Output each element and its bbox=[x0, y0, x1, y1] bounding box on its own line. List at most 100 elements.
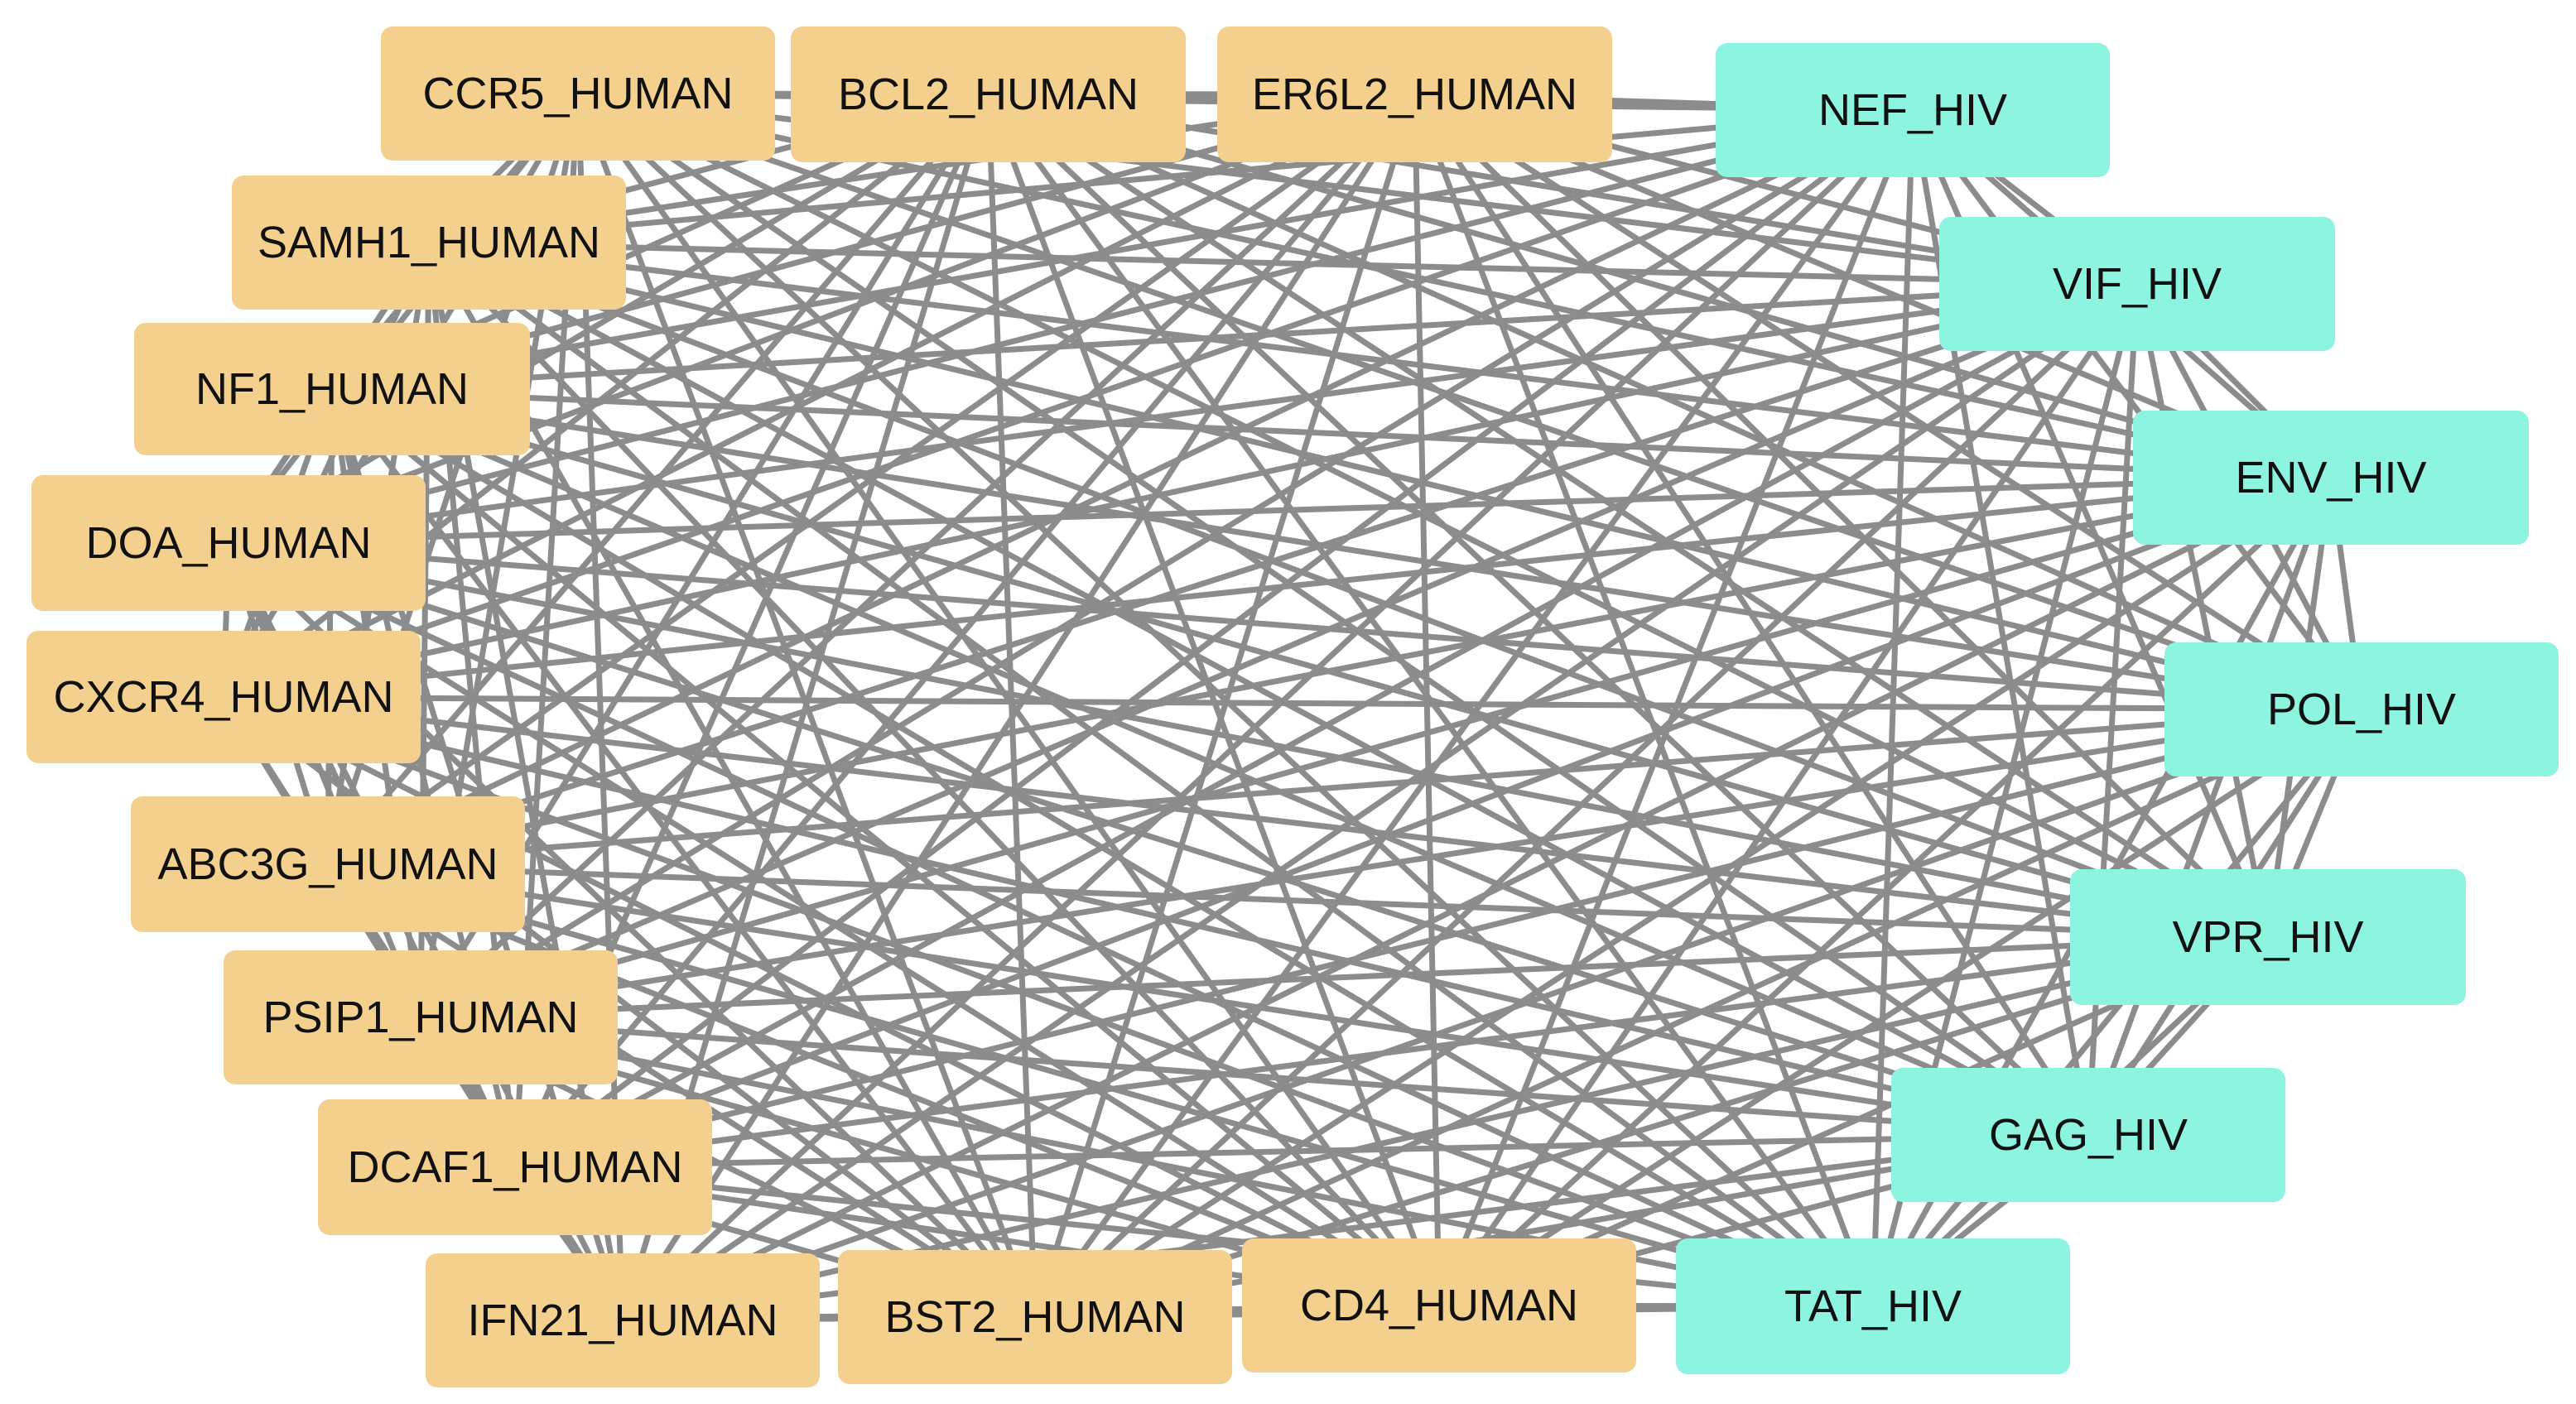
edge-ccr5_human-doa_human bbox=[225, 90, 581, 546]
edge-pol_hiv-abc3g_human bbox=[325, 706, 2365, 868]
node-psip1_human: PSIP1_HUMAN bbox=[224, 950, 618, 1084]
node-box bbox=[318, 1099, 712, 1235]
node-label: VIF_HIV bbox=[2053, 259, 2222, 309]
node-vpr_hiv: VPR_HIV bbox=[2070, 869, 2466, 1005]
node-box bbox=[381, 26, 775, 161]
node-label: VPR_HIV bbox=[2172, 912, 2363, 962]
edge-vpr_hiv-abc3g_human bbox=[325, 861, 2271, 940]
edge-pol_hiv-ifn21_human bbox=[619, 706, 2365, 1324]
edge-pol_hiv-psip1_human bbox=[417, 706, 2365, 1021]
node-tat_hiv: TAT_HIV bbox=[1676, 1238, 2070, 1374]
edge-bst2_human-nf1_human bbox=[329, 386, 1038, 1320]
edge-env_hiv-ifn21_human bbox=[619, 474, 2334, 1324]
edge-vif_hiv-cxcr4_human bbox=[220, 281, 2140, 700]
node-ifn21_human: IFN21_HUMAN bbox=[426, 1253, 820, 1387]
node-box bbox=[26, 631, 421, 763]
edge-gag_hiv-dcaf1_human bbox=[512, 1132, 2092, 1171]
edge-gag_hiv-doa_human bbox=[225, 540, 2092, 1138]
node-bcl2_human: BCL2_HUMAN bbox=[791, 26, 1186, 162]
node-label: ENV_HIV bbox=[2235, 453, 2426, 502]
node-label: BCL2_HUMAN bbox=[838, 70, 1139, 119]
edge-vif_hiv-samh1_human bbox=[426, 239, 2140, 287]
edge-tat_hiv-abc3g_human bbox=[325, 861, 1876, 1310]
node-box bbox=[1716, 43, 2110, 177]
node-label: TAT_HIV bbox=[1784, 1281, 1962, 1331]
edge-tat_hiv-nf1_human bbox=[329, 386, 1876, 1310]
node-pol_hiv: POL_HIV bbox=[2164, 642, 2559, 777]
node-box bbox=[31, 475, 426, 611]
node-er6l2_human: ER6L2_HUMAN bbox=[1217, 26, 1612, 162]
node-box bbox=[426, 1253, 820, 1387]
edge-env_hiv-nf1_human bbox=[329, 386, 2334, 481]
node-nf1_human: NF1_HUMAN bbox=[134, 323, 530, 455]
node-abc3g_human: ABC3G_HUMAN bbox=[131, 796, 525, 932]
edge-pol_hiv-nf1_human bbox=[329, 386, 2365, 713]
edge-pol_hiv-samh1_human bbox=[426, 239, 2365, 713]
node-box bbox=[232, 176, 626, 310]
edge-er6l2_human-ifn21_human bbox=[619, 91, 1418, 1324]
edge-nef_hiv-doa_human bbox=[225, 107, 1916, 546]
edge-abc3g_human-nf1_human bbox=[325, 386, 335, 868]
edge-pol_hiv-cxcr4_human bbox=[220, 694, 2365, 713]
edge-bst2_human-abc3g_human bbox=[325, 861, 1038, 1320]
edge-ccr5_human-gag_hiv bbox=[575, 90, 2092, 1138]
edge-er6l2_human-dcaf1_human bbox=[512, 91, 1418, 1171]
edge-vpr_hiv-doa_human bbox=[225, 540, 2271, 940]
edge-cxcr4_human-samh1_human bbox=[220, 239, 432, 700]
edge-pol_hiv-cd4_human bbox=[1436, 706, 2365, 1309]
node-box bbox=[1939, 217, 2335, 351]
node-box bbox=[838, 1250, 1232, 1384]
edge-pol_hiv-doa_human bbox=[225, 540, 2365, 713]
edge-vif_hiv-bst2_human bbox=[1032, 281, 2140, 1320]
node-label: ABC3G_HUMAN bbox=[157, 839, 498, 889]
node-box bbox=[1676, 1238, 2070, 1374]
edge-tat_hiv-doa_human bbox=[225, 540, 1876, 1310]
node-cd4_human: CD4_HUMAN bbox=[1242, 1238, 1636, 1373]
node-label: NEF_HIV bbox=[1818, 85, 2007, 135]
node-ccr5_human: CCR5_HUMAN bbox=[381, 26, 775, 161]
edge-env_hiv-dcaf1_human bbox=[512, 474, 2334, 1171]
node-box bbox=[1242, 1238, 1636, 1373]
edge-cd4_human-abc3g_human bbox=[325, 861, 1442, 1309]
edge-pol_hiv-tat_hiv bbox=[1870, 706, 2365, 1310]
edge-nef_hiv-samh1_human bbox=[426, 107, 1916, 246]
edge-pol_hiv-dcaf1_human bbox=[512, 706, 2365, 1171]
edge-vif_hiv-doa_human bbox=[225, 281, 2140, 546]
node-dcaf1_human: DCAF1_HUMAN bbox=[318, 1099, 712, 1235]
edge-tat_hiv-samh1_human bbox=[426, 239, 1876, 1310]
nodes-layer: CCR5_HUMAN BCL2_HUMAN ER6L2_HUMAN NEF_HIV VI… bbox=[26, 26, 2559, 1387]
edge-nef_hiv-nf1_human bbox=[329, 107, 1916, 392]
node-label: CXCR4_HUMAN bbox=[53, 672, 393, 722]
node-label: NF1_HUMAN bbox=[195, 364, 469, 414]
edge-bcl2_human-env_hiv bbox=[985, 91, 2334, 481]
edge-env_hiv-cxcr4_human bbox=[220, 474, 2334, 700]
edge-bcl2_human-bst2_human bbox=[985, 91, 1038, 1320]
node-box bbox=[224, 950, 618, 1084]
node-box bbox=[1217, 26, 1612, 162]
edge-nef_hiv-psip1_human bbox=[417, 107, 1916, 1021]
node-box bbox=[1891, 1068, 2285, 1202]
node-label: CD4_HUMAN bbox=[1300, 1281, 1578, 1330]
node-env_hiv: ENV_HIV bbox=[2133, 411, 2529, 545]
edge-vif_hiv-vpr_hiv bbox=[2134, 281, 2271, 940]
edge-vif_hiv-nf1_human bbox=[329, 281, 2140, 392]
node-label: PSIP1_HUMAN bbox=[262, 993, 578, 1042]
edge-vif_hiv-abc3g_human bbox=[325, 281, 2140, 868]
node-label: ER6L2_HUMAN bbox=[1252, 70, 1577, 119]
node-vif_hiv: VIF_HIV bbox=[1939, 217, 2335, 351]
edge-gag_hiv-cxcr4_human bbox=[220, 694, 2092, 1138]
edge-vpr_hiv-samh1_human bbox=[426, 239, 2271, 940]
node-box bbox=[791, 26, 1186, 162]
node-label: SAMH1_HUMAN bbox=[258, 218, 600, 267]
edge-vpr_hiv-psip1_human bbox=[417, 934, 2271, 1021]
node-label: DOA_HUMAN bbox=[85, 518, 371, 568]
node-label: DCAF1_HUMAN bbox=[347, 1142, 682, 1192]
node-box bbox=[2164, 642, 2559, 777]
edges-layer bbox=[220, 90, 2365, 1324]
node-box bbox=[2133, 411, 2529, 545]
edge-gag_hiv-nf1_human bbox=[329, 386, 2092, 1138]
node-doa_human: DOA_HUMAN bbox=[31, 475, 426, 611]
edge-nef_hiv-pol_hiv bbox=[1909, 107, 2365, 713]
node-box bbox=[134, 323, 530, 455]
